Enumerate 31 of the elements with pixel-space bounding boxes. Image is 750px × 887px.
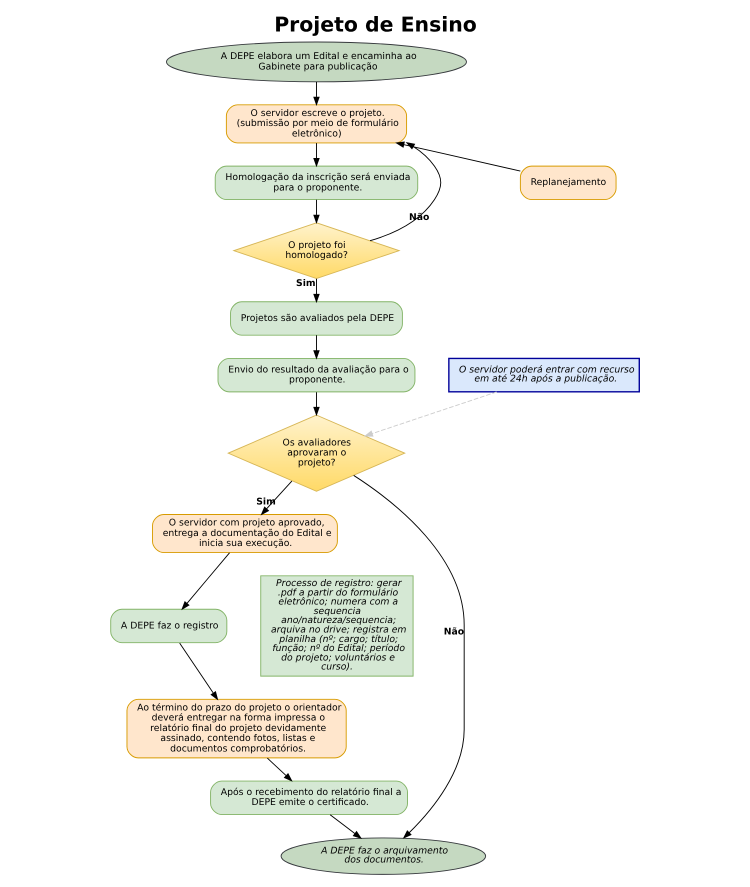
- arrow: [179, 642, 218, 700]
- node-box: O servidor escreve o projeto. (submissão por meio de formulário eletrônico): [226, 104, 408, 144]
- node-box: Após o recebimento do relatório final a DEPE emite o certificado.: [210, 780, 408, 815]
- arrow: [353, 474, 465, 839]
- node-ellipse: A DEPE elabora um Edital e encaminha ao Gabinete para publicação: [166, 42, 467, 82]
- arrow: [313, 278, 320, 304]
- arrow: [313, 392, 320, 416]
- node-box: Envio do resultado da avaliação para o proponente.: [218, 358, 416, 392]
- node-box: O servidor poderá entrar com recurso em até 24h após a publicação.: [448, 358, 640, 393]
- arrow: [313, 334, 320, 360]
- node-box: Homologação da inscrição será enviada para o proponente.: [214, 166, 418, 200]
- arrow: [313, 81, 320, 106]
- arrow: [313, 199, 320, 224]
- node-box: A DEPE faz o registro: [110, 608, 228, 644]
- arrow: [370, 142, 442, 242]
- diagram-title: Projeto de Ensino: [274, 12, 477, 37]
- node-box: Projetos são avaliados pela DEPE: [230, 301, 403, 336]
- arrow: [364, 391, 498, 437]
- node-box: Ao término do prazo do projeto o orientador deverá entregar na forma impressa o relatório final do projeto devidamente assinado, contendo fotos, listas e documentos comprobatórios.: [126, 698, 347, 758]
- arrow: [266, 758, 293, 782]
- node-box: Processo de registro: gerar .pdf a partir do formulário eletrônico; numera com a sequencia ano/natureza/sequencia; arquiva no drive; registra em planilha (nº; cargo; título; função; nº do Edital; período do projeto; voluntários e curso).: [260, 575, 414, 677]
- arrow: [313, 142, 320, 168]
- arrow: [395, 142, 521, 172]
- edge-label: Sim: [296, 278, 316, 290]
- node-ellipse: A DEPE faz o arquivamento dos documentos.: [280, 837, 486, 875]
- node-box: Replanejamento: [520, 166, 617, 200]
- node-diamond: O projeto foi homologado?: [232, 222, 401, 280]
- arrow: [181, 552, 230, 610]
- node-box: O servidor com projeto aprovado, entrega a documentação do Edital e inicia sua execução.: [152, 514, 338, 554]
- node-diamond: Os avaliadores aprovaram o projeto?: [227, 414, 406, 492]
- arrow: [330, 814, 362, 840]
